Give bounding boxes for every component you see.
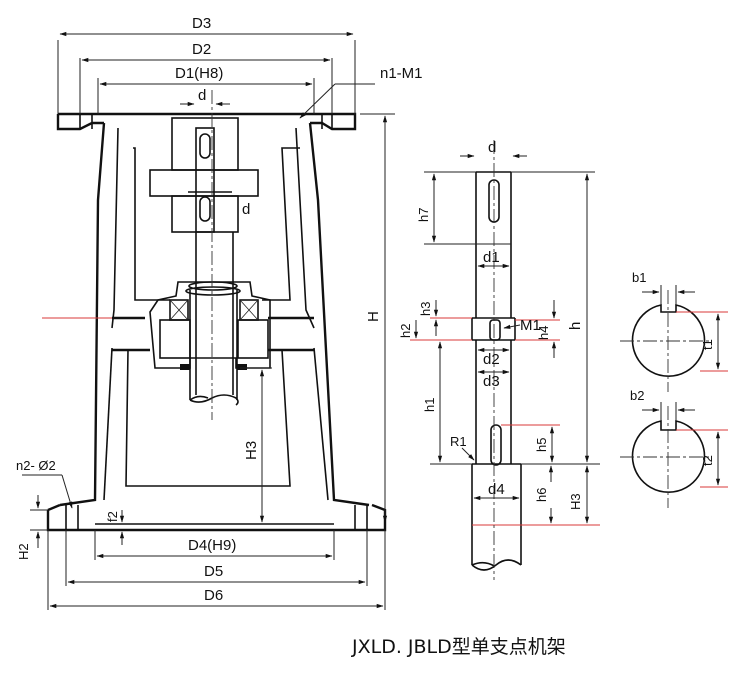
shaft-dimensions [410,153,600,526]
label-d-side: d [242,201,250,218]
frame-dimensions [22,31,395,610]
label-b2: b2 [630,388,644,403]
label-D5: D5 [204,563,223,580]
label-h3: h3 [418,302,433,316]
label-d-top: d [198,87,206,104]
label-H3-right: H3 [568,493,583,510]
label-h2: h2 [398,324,413,338]
label-n2: n2- Ø2 [16,458,56,473]
shaft-detail [471,140,522,580]
keyway-section-upper: b1 t1 [620,270,728,392]
frame-labels: D3 D2 D1(H8) n1-M1 d d H H3 n2- Ø2 f2 H2… [16,15,423,604]
label-H3-left: H3 [243,441,260,460]
shaft-labels: d h7 d1 h3 h2 M1 h4 d2 d3 h1 R1 h5 h h6 … [398,139,584,510]
keyway-section-lower: b2 t2 [620,388,728,508]
label-h6: h6 [534,488,549,502]
label-d4: d4 [488,481,505,498]
label-b1: b1 [632,270,646,285]
label-M1: M1 [520,317,541,334]
label-t1: t1 [700,339,715,350]
label-H2-left: H2 [16,543,31,560]
label-d3: d3 [483,373,500,390]
label-D1: D1(H8) [175,65,223,82]
label-h1: h1 [422,398,437,412]
label-shaft-d: d [488,139,496,156]
figure-caption: JXLD. JBLD型单支点机架 [351,636,566,658]
label-h5: h5 [534,438,549,452]
label-h7: h7 [416,208,431,222]
label-R1: R1 [450,434,467,449]
label-h4: h4 [536,326,551,340]
label-h: h [567,322,584,330]
label-D4: D4(H9) [188,537,236,554]
label-D3: D3 [192,15,211,32]
frame-assembly [42,90,387,532]
label-f2: f2 [105,511,120,522]
label-d1: d1 [483,249,500,266]
label-H: H [365,311,382,322]
label-D6: D6 [204,587,223,604]
label-t2: t2 [700,455,715,466]
label-D2: D2 [192,41,211,58]
label-n1-M1: n1-M1 [380,65,423,82]
label-d2: d2 [483,351,500,368]
